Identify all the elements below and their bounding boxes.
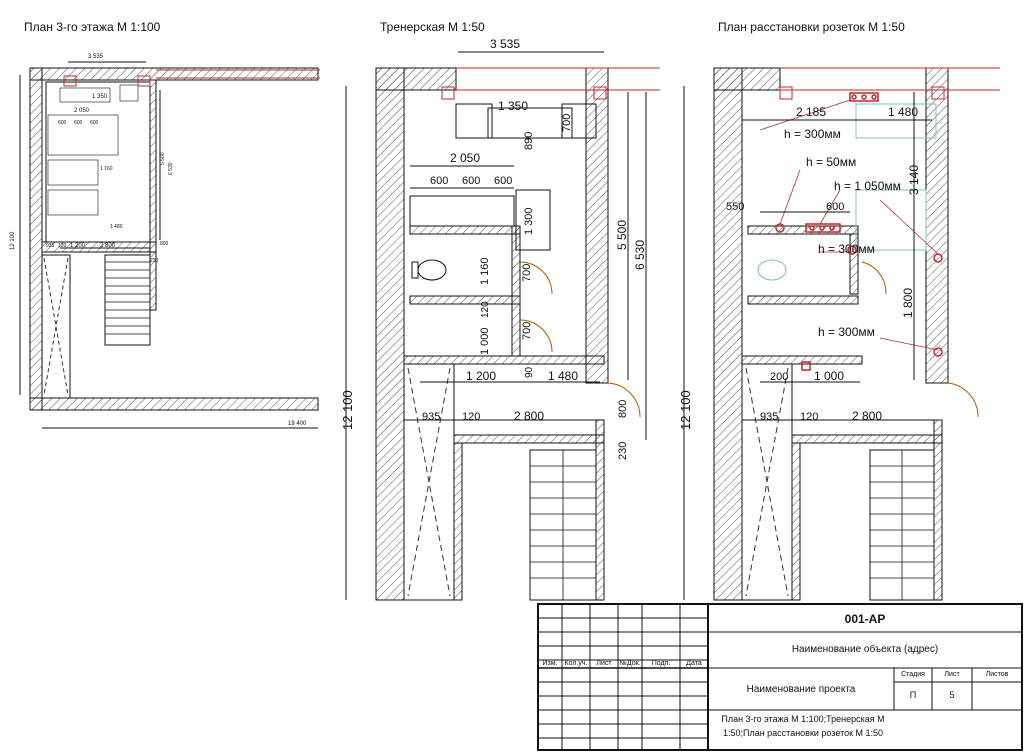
plan2-dim-2050: 2 050 <box>450 151 480 165</box>
stamp-col-koluch: Кол.уч. <box>564 660 588 667</box>
plan2-dim-1160: 1 160 <box>479 257 491 285</box>
plan1-dim-2800: 2 800 <box>100 243 116 249</box>
plan3-label-h300c: h = 300мм <box>818 325 875 339</box>
socket-leaders <box>759 99 939 351</box>
plan2-dim-90: 90 <box>524 366 535 378</box>
plan3-dim-200: 200 <box>770 371 788 383</box>
stamp-object-name: Наименование объекта (адрес) <box>791 644 939 655</box>
plan1-dim-1160: 1 160 <box>100 166 113 172</box>
plan2-dim-935: 935 <box>422 411 440 423</box>
plan1-dim-600b: 600 <box>74 120 83 126</box>
plan3-dim-left: 12 100 <box>678 390 693 430</box>
plan2-wall-right <box>585 67 609 384</box>
plan1-dim-2050: 2 050 <box>74 108 90 114</box>
plan1-dim-1350: 1 350 <box>92 94 108 100</box>
stamp-stage-value: П <box>909 690 917 700</box>
stamp-sheets-label: Листов <box>985 671 1009 678</box>
plan3: 2 185 1 480 h = 300мм h = 50мм h = 1 050… <box>678 67 1000 601</box>
plan3-dim-3140: 3 140 <box>907 165 921 195</box>
plan2-dim-2800: 2 800 <box>514 409 544 423</box>
plan3-dim-1800: 1 800 <box>901 288 915 318</box>
plan2-dim-700b: 700 <box>521 322 533 340</box>
title-block <box>537 603 1023 751</box>
plan1-dim-top: 3 535 <box>88 54 104 60</box>
plan2-dim-6530: 6 530 <box>633 240 647 270</box>
plan1-wall-bottom <box>29 397 319 411</box>
plan1-dim-600a: 600 <box>58 120 67 126</box>
plan2-dim-left: 12 100 <box>340 390 355 430</box>
plan1-dim-6530: 6 530 <box>168 162 174 175</box>
plan3-dim-935: 935 <box>760 411 778 423</box>
plan1-dim-600c: 600 <box>90 120 99 126</box>
plan3-dim-1000: 1 000 <box>814 369 844 383</box>
plan2-dim-600a: 600 <box>430 175 448 187</box>
plan2-dim-1000: 1 000 <box>479 327 491 355</box>
plan3-dim-120: 120 <box>800 411 818 423</box>
plan1-dim-935: 935 <box>46 243 55 249</box>
plan3-title: План расстановки розеток М 1:50 <box>718 20 905 34</box>
plan2-dim-1480: 1 480 <box>548 369 578 383</box>
plan3-dim-2800: 2 800 <box>852 409 882 423</box>
plan1-dim-left: 12 100 <box>10 231 16 250</box>
stamp-sheet-label: Лист <box>944 671 960 678</box>
plan2: 3 535 1 350 700 2 050 600 600 600 890 1 … <box>340 37 660 601</box>
plan2-dim-120: 120 <box>480 301 491 318</box>
plan3-wall-right <box>925 67 949 384</box>
stamp-stage-label: Стадия <box>901 671 925 678</box>
plan1: 3 535 12 100 19 400 2 050 1 350 600 600 … <box>10 54 320 429</box>
stamp-sheet-title-1: План 3-го этажа М 1:100;Тренерская М <box>721 714 885 724</box>
stamp-col-list: Лист <box>596 660 612 667</box>
plan2-dim-1200: 1 200 <box>466 369 496 383</box>
socket-markers <box>775 92 943 371</box>
plan2-dim-890: 890 <box>523 132 535 150</box>
stamp-col-ndoc: №Док. <box>619 660 641 667</box>
plan1-dim-bottom: 19 400 <box>288 421 307 427</box>
plan3-label-h300b: h = 300мм <box>818 242 875 256</box>
plan2-dim-top: 3 535 <box>490 37 520 51</box>
plan1-dim-5500: 5 500 <box>160 152 166 165</box>
plan2-dim-1350: 1 350 <box>498 99 528 113</box>
stamp-col-podp: Подп. <box>651 660 671 667</box>
stamp-col-data: Дата <box>686 660 702 667</box>
plan3-dim-550: 550 <box>726 201 744 213</box>
plan2-dim-600c: 600 <box>494 175 512 187</box>
plan1-dim-120: 120 <box>58 243 67 249</box>
plan3-label-h300a: h = 300мм <box>784 127 841 141</box>
plan2-dim-700a: 700 <box>521 264 533 282</box>
plan2-title: Тренерская М 1:50 <box>380 20 485 34</box>
stamp-code: 001-АР <box>844 612 886 626</box>
stamp-project-name: Наименование проекта <box>746 684 856 695</box>
plan3-wall-left <box>713 67 743 601</box>
plan3-label-h1050: h = 1 050мм <box>834 179 901 193</box>
plan2-dim-700top: 700 <box>561 114 573 132</box>
plan3-dim-2185: 2 185 <box>796 105 826 119</box>
stamp-sheet-value: 5 <box>949 690 955 700</box>
plan2-dim-5500: 5 500 <box>615 220 629 250</box>
stamp-sheet-title-2: 1:50;План расстановки розеток М 1:50 <box>722 728 884 738</box>
plan1-wall-left <box>29 67 43 411</box>
plan3-dim-600: 600 <box>826 201 844 213</box>
plan1-dim-1480: 1 480 <box>110 224 123 230</box>
plan2-wall-left <box>375 67 405 601</box>
plan3-dim-1480top: 1 480 <box>888 105 918 119</box>
plan1-dim-1200: 1 200 <box>70 243 86 249</box>
plan2-dim-600b: 600 <box>462 175 480 187</box>
plan1-wall-inner <box>149 79 157 311</box>
plan1-dim-230: 230 <box>150 258 159 264</box>
plan2-dim-800: 800 <box>617 400 629 418</box>
plan2-dim-230: 230 <box>617 442 629 460</box>
plan2-dim-120b: 120 <box>462 411 480 423</box>
stamp-col-izm: Изм. <box>542 660 558 667</box>
plan2-dim-1300: 1 300 <box>523 207 535 235</box>
plan3-label-h50: h = 50мм <box>806 155 856 169</box>
plan1-dim-800: 800 <box>160 241 169 247</box>
plan1-title: План 3-го этажа М 1:100 <box>24 20 161 34</box>
